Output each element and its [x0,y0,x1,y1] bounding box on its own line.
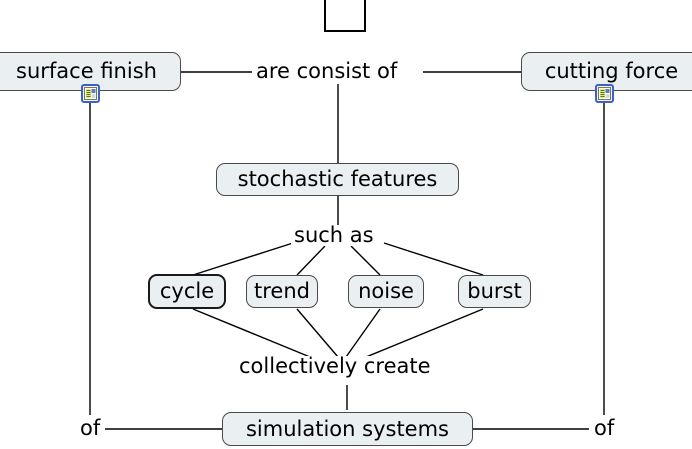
node-simulation-systems-label: simulation systems [245,416,449,441]
node-noise-label: noise [358,279,414,303]
node-stochastic-features[interactable]: stochastic features [216,163,459,196]
edge-trend-to-collectively [296,308,339,358]
node-burst[interactable]: burst [458,275,531,308]
edge-suchas-to-noise [350,245,381,276]
resource-document-icon[interactable] [595,84,614,103]
edge-suchas-to-cycle [192,242,294,276]
link-label-collectively-create[interactable]: collectively create [236,356,434,377]
edge-suchas-to-trend [296,245,326,276]
link-label-of-left[interactable]: of [77,418,104,439]
node-cutting-force-label: cutting force [544,59,679,83]
node-noise[interactable]: noise [348,275,424,308]
empty-placeholder-node[interactable] [324,0,366,32]
edge-suchas-to-burst [383,242,484,276]
node-stochastic-features-label: stochastic features [237,167,438,191]
edge-noise-to-collectively [345,308,381,358]
edge-cycle-to-collectively [192,308,311,358]
edge-burst-to-collectively [365,308,484,358]
node-cutting-force[interactable]: cutting force [521,52,692,91]
link-label-of-right[interactable]: of [591,418,618,439]
node-cycle[interactable]: cycle [148,274,226,309]
node-simulation-systems[interactable]: simulation systems [222,412,473,446]
node-burst-label: burst [467,279,522,303]
node-cycle-label: cycle [159,279,215,303]
node-trend[interactable]: trend [246,275,318,308]
node-trend-label: trend [254,279,310,303]
node-surface-finish-label: surface finish [16,59,157,83]
link-label-such-as[interactable]: such as [291,225,377,246]
link-label-are-consist-of[interactable]: are consist of [253,61,401,82]
resource-document-icon[interactable] [81,84,100,103]
